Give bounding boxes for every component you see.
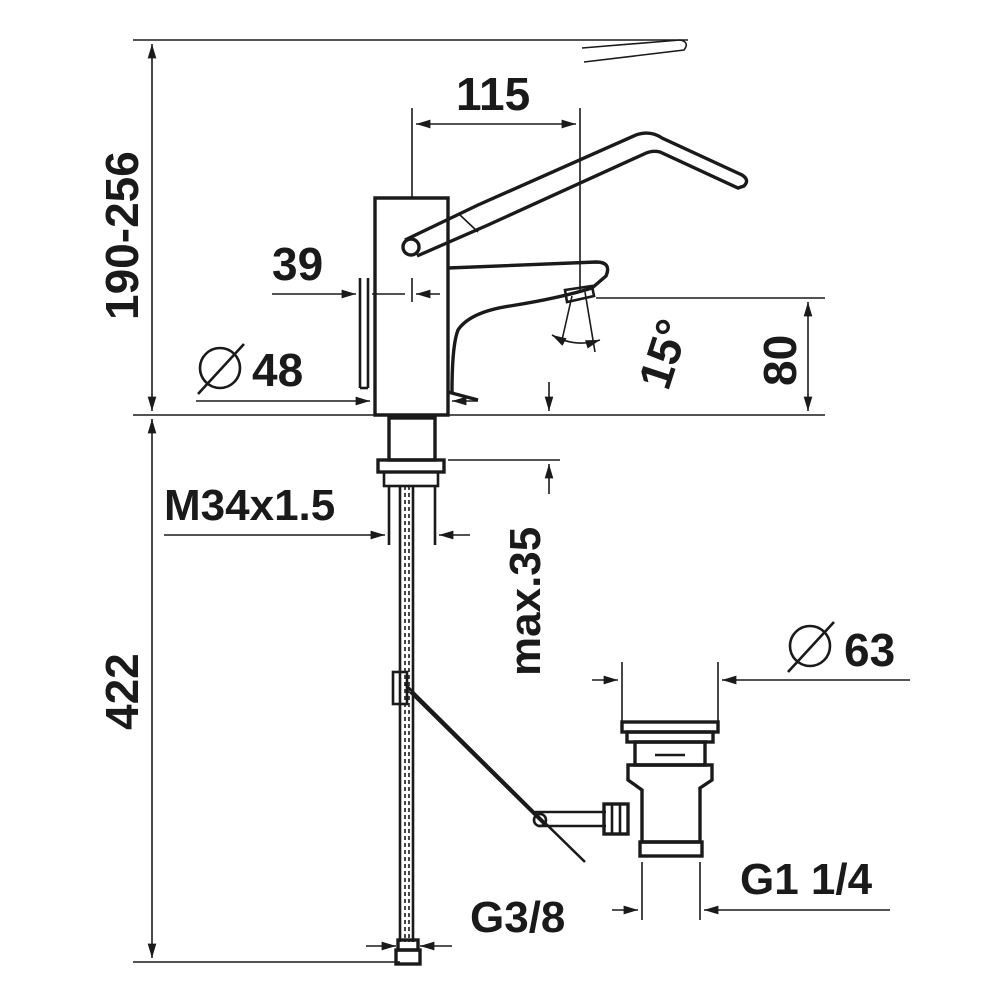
diameter-symbols [197, 343, 835, 673]
dim-thread: M34x1.5 [164, 481, 335, 530]
dimension-lines [147, 44, 910, 958]
faucet-body [358, 131, 749, 417]
dim-drain-diameter: 63 [844, 624, 895, 676]
dim-spout-reach: 115 [456, 68, 530, 120]
supply-hose [391, 486, 422, 966]
dim-spray-angle: 15° [628, 313, 699, 395]
dim-handle-offset: 39 [272, 238, 323, 290]
dim-drain-thread: G1 1/4 [740, 855, 873, 904]
dim-hose-length: 422 [96, 653, 148, 730]
dim-spout-height: 80 [754, 335, 806, 386]
mounting-shank [376, 416, 446, 545]
dim-max-thickness: max.35 [501, 527, 550, 676]
pop-up-rod [404, 683, 606, 863]
dim-height-range: 190-256 [96, 151, 148, 320]
drain-valve [602, 720, 720, 858]
reference-lines [133, 39, 825, 963]
dim-hose-connection: G3/8 [470, 893, 565, 942]
dim-base-diameter: 48 [252, 344, 303, 396]
